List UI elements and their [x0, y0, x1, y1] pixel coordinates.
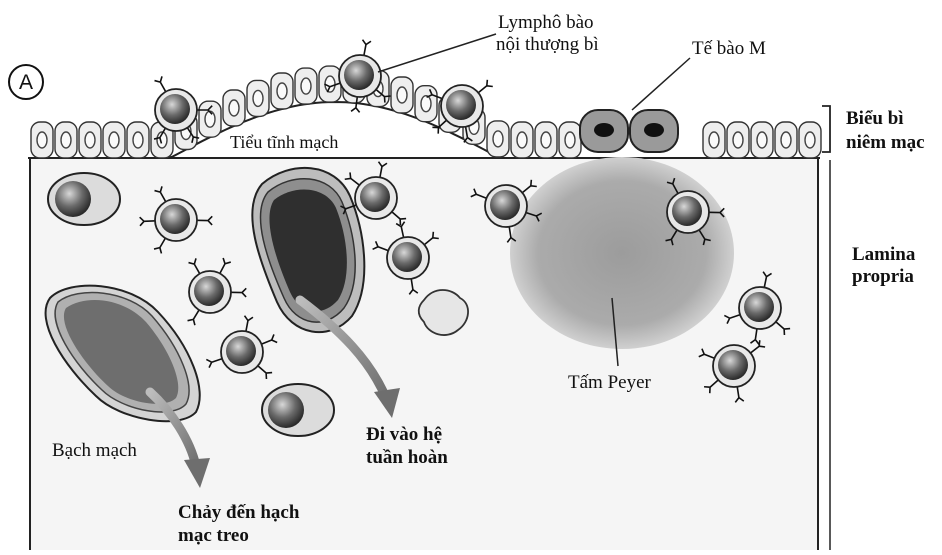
lympho-pointer-line: [378, 34, 496, 72]
epithelial-cell-nucleus: [397, 87, 407, 103]
lymph-node-label-line1: Chảy đến hạch: [178, 502, 300, 523]
epithelial-cell-nucleus: [253, 90, 263, 106]
epithelial-cell-nucleus: [781, 132, 791, 148]
panel-letter: A: [19, 71, 33, 94]
epithelial-cell-nucleus: [325, 76, 335, 92]
m-cell-pointer-line: [632, 58, 690, 110]
epithelium-bracket: [822, 106, 830, 152]
epithelial-cell-nucleus: [709, 132, 719, 148]
epithelial-cell-nucleus: [493, 131, 503, 147]
macrophage-cell: [262, 384, 334, 436]
epithelial-cell-nucleus: [805, 132, 815, 148]
m-cell-label: Tế bào M: [692, 38, 766, 59]
epithelial-cell-nucleus: [133, 132, 143, 148]
epithelial-cell-nucleus: [229, 100, 239, 116]
venule-label: Tiểu tĩnh mạch: [230, 132, 338, 152]
epithelial-cell-nucleus: [61, 132, 71, 148]
m-cell: [580, 110, 628, 152]
epithelial-cell-nucleus: [517, 132, 527, 148]
peyer-patch-label: Tấm Peyer: [568, 372, 652, 393]
lamina-propria-label-line1: Lamina: [852, 244, 916, 265]
peyer-patch: [510, 157, 734, 349]
epithelial-cell-nucleus: [85, 132, 95, 148]
epithelial-cell-nucleus: [109, 132, 119, 148]
lymphocyte-label-line1: Lymphô bào: [498, 12, 594, 33]
macrophage-cell: [48, 173, 120, 225]
epithelial-cell-nucleus: [565, 132, 575, 148]
epithelial-cell-nucleus: [733, 132, 743, 148]
epithelial-cell-nucleus: [541, 132, 551, 148]
epithelial-cell-nucleus: [277, 83, 287, 99]
epithelial-cell-nucleus: [37, 132, 47, 148]
mucosal-epithelium: [28, 66, 821, 158]
circulation-label-line1: Đi vào hệ: [366, 424, 442, 445]
epithelium-label-line2: niêm mạc: [846, 132, 925, 153]
epithelial-cell-nucleus: [421, 96, 431, 112]
lymphatic-vessel-label: Bạch mạch: [52, 440, 137, 461]
epithelial-cell-nucleus: [205, 111, 215, 127]
circulation-label-line2: tuần hoàn: [366, 447, 448, 468]
lamina-propria-label-line2: propria: [852, 266, 914, 287]
m-cell: [630, 110, 678, 152]
epithelial-cell-nucleus: [757, 132, 767, 148]
epithelium-label-line1: Biểu bì: [846, 108, 904, 129]
lymph-node-label-line2: mạc treo: [178, 525, 249, 546]
epithelial-cell-nucleus: [301, 78, 311, 94]
lymphocyte-label-line2: nội thượng bì: [496, 34, 599, 55]
